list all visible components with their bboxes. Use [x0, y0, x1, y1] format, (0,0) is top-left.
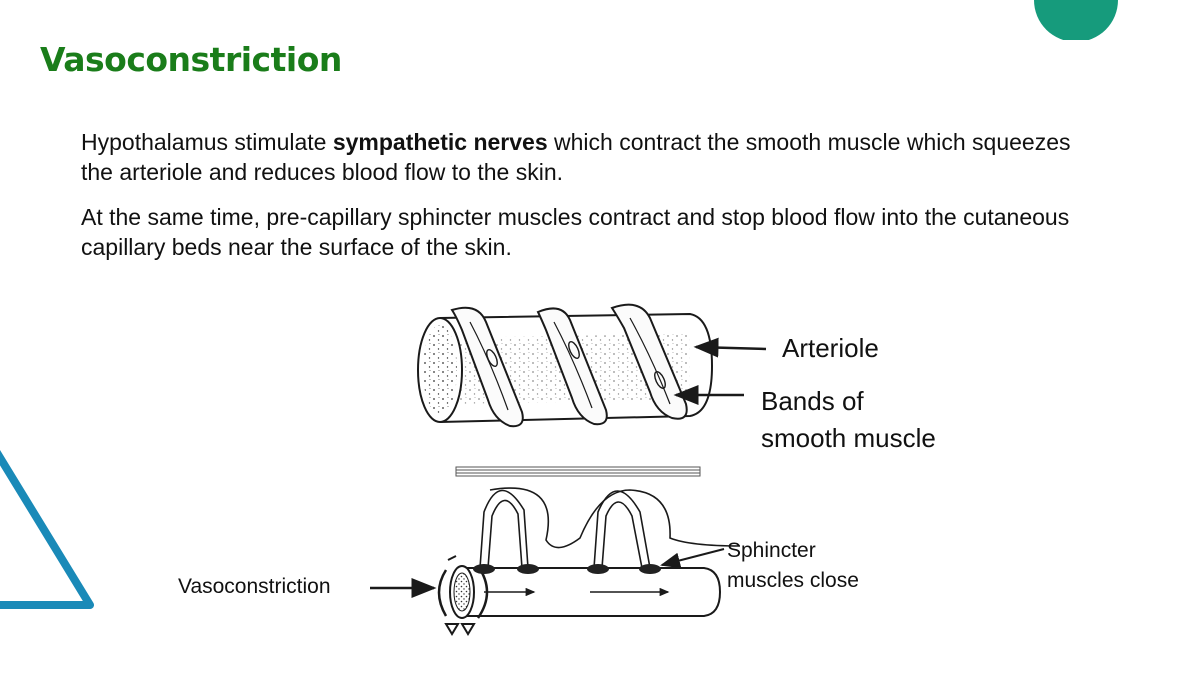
- slide-title: Vasoconstriction: [40, 40, 342, 79]
- sphincter-label-line1: Sphincter: [727, 539, 816, 562]
- arteriole-arrow: [693, 337, 767, 358]
- arteriole-lower: [437, 555, 722, 636]
- arteriole-label: Arteriole: [782, 333, 879, 363]
- blue-triangle-decoration: [0, 449, 94, 609]
- teal-circle-decoration: [1034, 0, 1118, 40]
- hatched-divider: [455, 466, 701, 477]
- muscle-band-2: [536, 307, 608, 426]
- capillary-bed: [479, 487, 741, 569]
- paragraph1-text-end: which contract the smooth muscle which s…: [81, 129, 1071, 185]
- vasoconstriction-label: Vasoconstriction: [178, 575, 331, 598]
- paragraph-sympathetic: Hypothalamus stimulate sympathetic nerve…: [81, 127, 1091, 187]
- paragraph1-bold-term: sympathetic nerves: [332, 129, 548, 155]
- smooth-muscle-label-line1: Bands of: [761, 386, 864, 416]
- muscle-band-1: [450, 306, 524, 428]
- smooth-muscle-label-line2: smooth muscle: [761, 423, 936, 453]
- paragraph-sphincter: At the same time, pre-capillary sphincte…: [81, 204, 1070, 260]
- smooth-muscle-bands: [450, 303, 688, 428]
- sphincter-muscles: [473, 564, 661, 574]
- sphincter-arrow: [660, 548, 725, 569]
- sphincter-label-line2: muscles close: [727, 569, 859, 592]
- paragraph1-text-start: Hypothalamus stimulate: [81, 129, 333, 155]
- muscle-band-3: [610, 303, 688, 420]
